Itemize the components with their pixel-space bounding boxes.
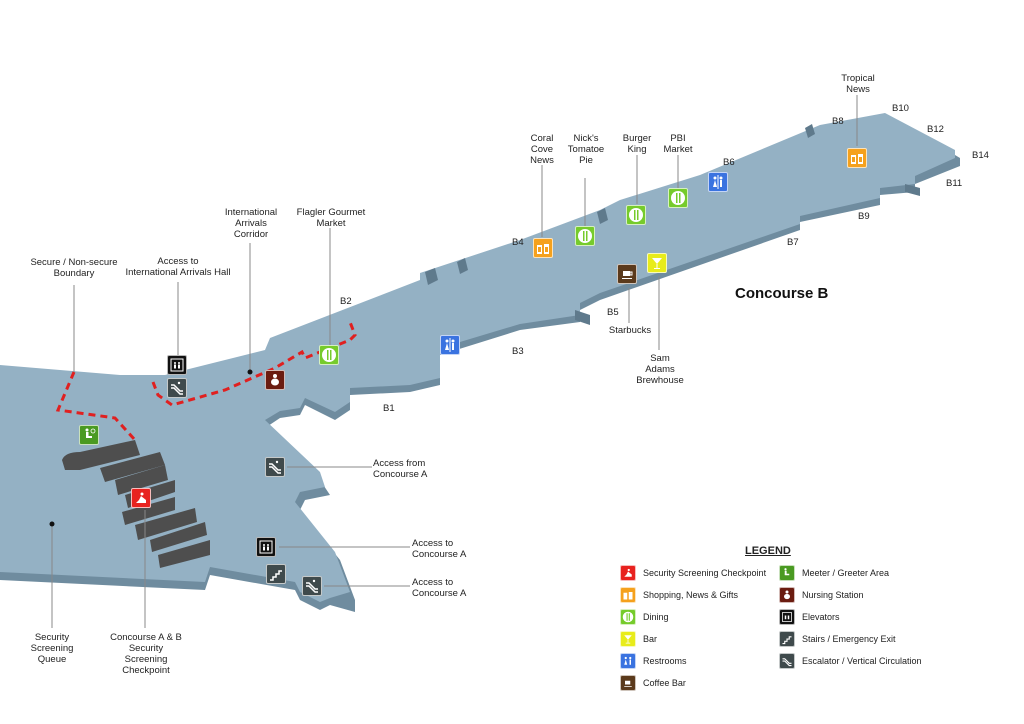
security-icon [620, 565, 636, 581]
gate-label: B6 [723, 157, 735, 168]
shopping-icon [620, 587, 636, 603]
secure-boundary-line [55, 321, 357, 442]
legend-item-nursing: Nursing Station [779, 587, 864, 603]
label-starbucks: Starbucks [608, 325, 652, 336]
stairs-icon[interactable] [266, 564, 286, 584]
dining-icon [620, 609, 636, 625]
gate-label: B11 [946, 178, 963, 189]
legend-item-security: Security Screening Checkpoint [620, 565, 766, 581]
elevator-icon[interactable] [167, 355, 187, 375]
bar-icon[interactable] [647, 253, 667, 273]
restroom-icon[interactable] [708, 172, 728, 192]
restroom-icon[interactable] [440, 335, 460, 355]
concourse-b-floor [0, 113, 960, 612]
shopping-icon[interactable] [847, 148, 867, 168]
legend-item-escalator: Escalator / Vertical Circulation [779, 653, 922, 669]
label-burger-king: Burger King [622, 133, 652, 155]
gate-label: B12 [927, 124, 944, 135]
dining-icon[interactable] [626, 205, 646, 225]
label-secure-boundary: Secure / Non-secure Boundary [30, 257, 118, 279]
escalator-icon[interactable] [265, 457, 285, 477]
gate-label: B1 [383, 403, 395, 414]
meeter-icon[interactable] [79, 425, 99, 445]
legend-item-dining: Dining [620, 609, 669, 625]
legend-title: LEGEND [745, 545, 791, 557]
label-access-to-a-1: Access to Concourse A [412, 538, 467, 560]
label-sam-adams: Sam Adams Brewhouse [636, 353, 684, 386]
label-security-checkpoint: Concourse A & B Security Screening Check… [110, 632, 182, 676]
legend-label: Escalator / Vertical Circulation [802, 656, 922, 666]
legend-item-meeter: Meeter / Greeter Area [779, 565, 889, 581]
label-tropical-news: Tropical News [841, 73, 875, 95]
legend-label: Stairs / Emergency Exit [802, 634, 896, 644]
elevator-icon[interactable] [256, 537, 276, 557]
legend-label: Meeter / Greeter Area [802, 568, 890, 578]
escalator-icon[interactable] [302, 576, 322, 596]
bar-icon [620, 631, 636, 647]
legend-item-elevators: Elevators [779, 609, 840, 625]
concourse-title: Concourse B [735, 285, 829, 302]
shopping-icon[interactable] [533, 238, 553, 258]
legend-label: Elevators [802, 612, 840, 622]
restroom-icon [620, 653, 636, 669]
label-pbi-market: PBI Market [663, 133, 693, 155]
dining-icon[interactable] [319, 345, 339, 365]
nursing-icon [779, 587, 795, 603]
gate-label: B5 [607, 307, 619, 318]
dining-icon[interactable] [575, 226, 595, 246]
security-icon[interactable] [131, 488, 151, 508]
gate-label: B14 [972, 150, 989, 161]
stairs-icon [779, 631, 795, 647]
security-counters [62, 440, 210, 568]
legend-label: Shopping, News & Gifts [643, 590, 739, 600]
label-nicks-tomatoe-pie: Nick's Tomatoe Pie [567, 133, 605, 166]
gate-label: B2 [340, 296, 352, 307]
legend-item-bar: Bar [620, 631, 657, 647]
gate-label: B3 [512, 346, 524, 357]
label-coral-cove-news: Coral Cove News [530, 133, 554, 166]
dining-icon[interactable] [668, 188, 688, 208]
meeter-icon [779, 565, 795, 581]
coffee-icon[interactable] [617, 264, 637, 284]
elevator-icon [779, 609, 795, 625]
coffee-icon [620, 675, 636, 691]
legend-label: Restrooms [643, 656, 687, 666]
legend-item-coffee: Coffee Bar [620, 675, 686, 691]
gate-label: B4 [512, 237, 524, 248]
legend-label: Bar [643, 634, 658, 644]
legend-item-restrooms: Restrooms [620, 653, 687, 669]
legend-label: Coffee Bar [643, 678, 686, 688]
gate-label: B8 [832, 116, 844, 127]
legend-label: Dining [643, 612, 669, 622]
label-access-intl-arrivals: Access to International Arrivals Hall [125, 256, 231, 278]
nursing-icon[interactable] [265, 370, 285, 390]
legend-label: Nursing Station [802, 590, 864, 600]
label-security-queue: Security Screening Queue [30, 632, 74, 665]
label-access-from-a: Access from Concourse A [373, 458, 428, 480]
gate-label: B7 [787, 237, 799, 248]
label-flagler-gourmet: Flagler Gourmet Market [296, 207, 366, 229]
leader-lines [51, 95, 858, 628]
legend-label: Security Screening Checkpoint [643, 568, 767, 578]
escalator-icon[interactable] [167, 378, 187, 398]
gate-label: B10 [892, 103, 909, 114]
label-intl-arrivals-corridor: International Arrivals Corridor [224, 207, 278, 240]
gate-label: B9 [858, 211, 870, 222]
legend-item-stairs: Stairs / Emergency Exit [779, 631, 896, 647]
label-access-to-a-2: Access to Concourse A [412, 577, 467, 599]
legend-item-shopping: Shopping, News & Gifts [620, 587, 738, 603]
escalator-icon [779, 653, 795, 669]
